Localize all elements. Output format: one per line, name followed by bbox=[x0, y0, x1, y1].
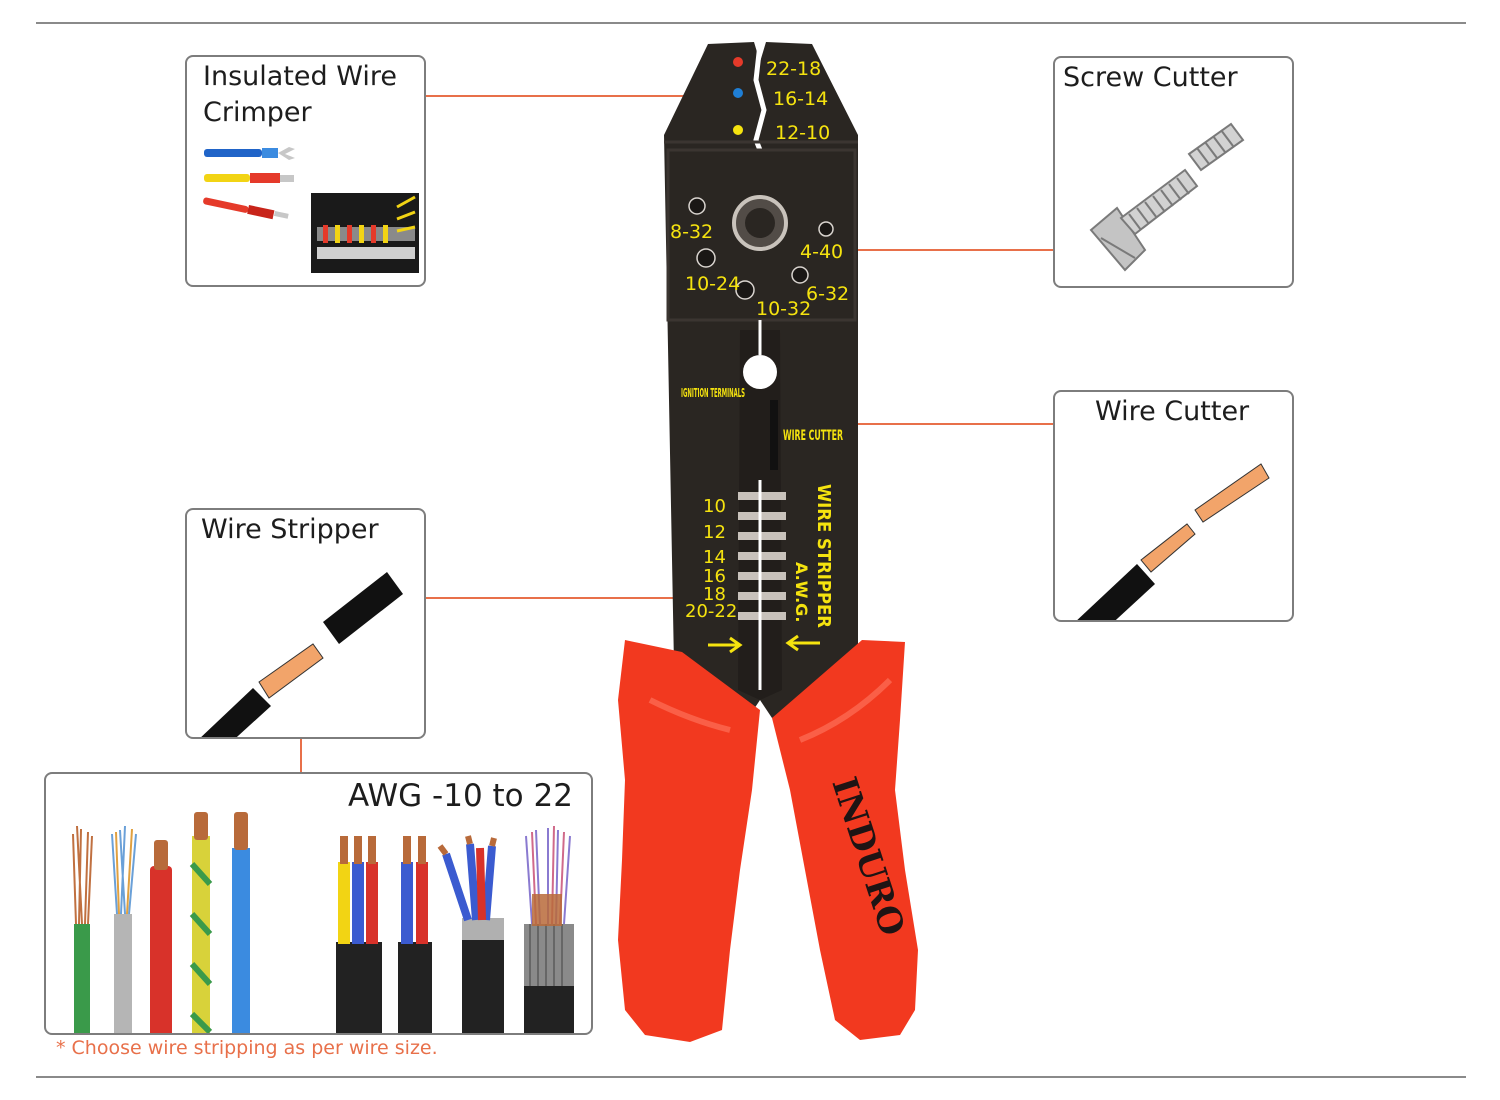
green-stranded-wire bbox=[72, 825, 93, 1033]
screw-size-4-40: 4-40 bbox=[800, 241, 843, 263]
bottom-divider bbox=[36, 1076, 1466, 1078]
wire-stripper-title: Wire Stripper bbox=[201, 514, 379, 545]
leader-wire-cutter bbox=[800, 423, 1054, 425]
yellow-dot bbox=[733, 125, 743, 135]
wire-insulation bbox=[1077, 564, 1155, 620]
blue-single-wire bbox=[232, 812, 250, 1033]
blue-dot bbox=[733, 88, 743, 98]
wire-cutter-marking: WIRE CUTTER bbox=[783, 428, 843, 444]
ignition-terminals-label: IGNITION TERMINALS bbox=[681, 386, 745, 400]
gauge-14: 14 bbox=[703, 547, 726, 568]
gauge-10: 10 bbox=[703, 496, 726, 517]
red-dot bbox=[733, 57, 743, 67]
gauge-20-22: 20-22 bbox=[685, 601, 737, 622]
screw-size-10-32: 10-32 bbox=[756, 298, 811, 320]
grey-network-cable bbox=[111, 825, 137, 1033]
stripper-copper bbox=[258, 643, 324, 699]
leader-awg bbox=[300, 738, 302, 774]
screw-cutter-callout: Screw Cutter bbox=[1053, 56, 1294, 288]
leader-crimper bbox=[426, 95, 716, 97]
awg-callout: AWG -10 to 22 bbox=[44, 772, 593, 1035]
screw-thread-lower bbox=[1119, 168, 1199, 236]
crimp-size-16-14: 16-14 bbox=[773, 88, 828, 110]
red-single-wire bbox=[150, 840, 172, 1033]
top-divider bbox=[36, 22, 1466, 24]
red-terminal bbox=[203, 197, 289, 220]
stripped-wire-illustration bbox=[201, 572, 403, 737]
gauge-18: 18 bbox=[703, 584, 726, 605]
two-core-cable bbox=[398, 836, 432, 1033]
crimper-callout: Insulated Wire Crimper bbox=[185, 55, 426, 287]
screw-cutter-title: Screw Cutter bbox=[1063, 62, 1238, 93]
crimp-size-12-10: 12-10 bbox=[775, 122, 830, 144]
wire-copper-upper bbox=[1194, 463, 1270, 523]
awg-title: AWG -10 to 22 bbox=[348, 778, 573, 814]
blue-terminal bbox=[204, 147, 295, 160]
gauge-16: 16 bbox=[703, 566, 726, 587]
cut-screw-illustration bbox=[1089, 122, 1245, 272]
awg-marking: A.W.G. bbox=[792, 562, 811, 622]
crimper-title: Insulated Wire Crimper bbox=[203, 61, 397, 128]
multicore-steel-armoured-cable bbox=[524, 825, 574, 1033]
screw-size-6-32: 6-32 bbox=[806, 283, 849, 305]
screw-head bbox=[1089, 206, 1147, 272]
stripper-insulation-upper bbox=[323, 572, 403, 644]
yellow-green-earth-wire bbox=[189, 812, 213, 1033]
armoured-cable bbox=[437, 835, 504, 1033]
wire-cutter-title: Wire Cutter bbox=[1095, 396, 1250, 427]
screw-size-8-32: 8-32 bbox=[670, 221, 713, 243]
wire-cutter-callout: Wire Cutter bbox=[1053, 390, 1294, 622]
three-core-cable bbox=[336, 836, 382, 1033]
screw-thread-upper bbox=[1187, 122, 1245, 172]
gauge-12: 12 bbox=[703, 522, 726, 543]
crimped-terminals-illustration bbox=[203, 147, 419, 273]
cut-wire-illustration bbox=[1077, 463, 1270, 620]
left-handle bbox=[618, 640, 760, 1042]
screw-size-10-24: 10-24 bbox=[685, 273, 740, 295]
crimp-size-22-18: 22-18 bbox=[766, 58, 821, 80]
stripper-insulation-lower bbox=[201, 688, 271, 737]
right-handle bbox=[772, 640, 918, 1040]
stripper-notches bbox=[738, 480, 786, 690]
wire-copper-lower bbox=[1140, 523, 1196, 573]
leader-screw-cutter bbox=[848, 249, 1054, 251]
wire-size-note: * Choose wire stripping as per wire size… bbox=[56, 1037, 438, 1059]
wire-stripper-callout: Wire Stripper bbox=[185, 508, 426, 739]
cable-samples-illustration bbox=[72, 812, 574, 1033]
yellow-terminal bbox=[204, 173, 294, 183]
wire-stripper-marking: WIRE STRIPPER bbox=[813, 484, 834, 628]
leader-wire-stripper bbox=[426, 597, 686, 599]
terminal-block-photo bbox=[311, 193, 419, 273]
